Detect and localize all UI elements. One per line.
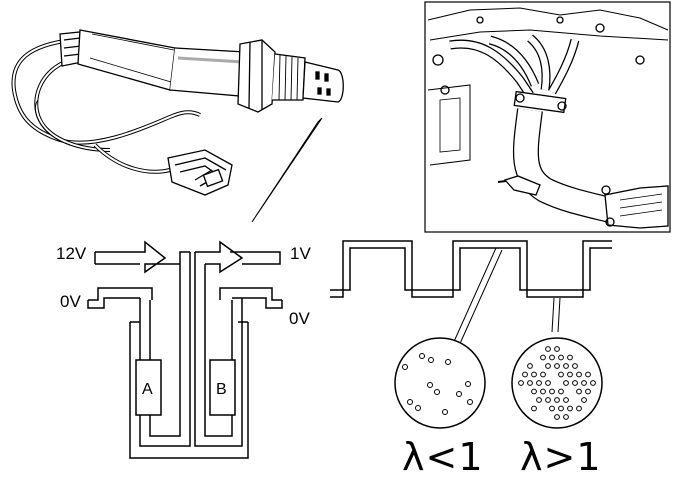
sensor-body <box>78 30 175 90</box>
label-lambda-rich: λ<1 <box>402 438 484 476</box>
label-element-a: A <box>142 382 153 398</box>
sensor-tip <box>303 62 343 102</box>
lean-mixture-circle <box>512 338 602 428</box>
label-1v: 1V <box>290 245 311 262</box>
oxygen-sensor-illustration <box>13 30 343 222</box>
sensor-connector <box>168 150 232 195</box>
pointer-line <box>252 118 322 222</box>
sensor-hex-nut <box>238 40 275 112</box>
rich-mixture-circle <box>395 338 485 428</box>
label-element-b: B <box>216 382 227 398</box>
sensor-thread <box>272 54 305 100</box>
label-lambda-lean: λ>1 <box>520 438 602 476</box>
sensor-cross-section <box>88 242 282 458</box>
engine-inset <box>425 2 670 232</box>
label-0v-left: 0V <box>60 293 81 310</box>
label-12v: 12V <box>56 245 86 262</box>
label-0v-right: 0V <box>289 310 310 327</box>
